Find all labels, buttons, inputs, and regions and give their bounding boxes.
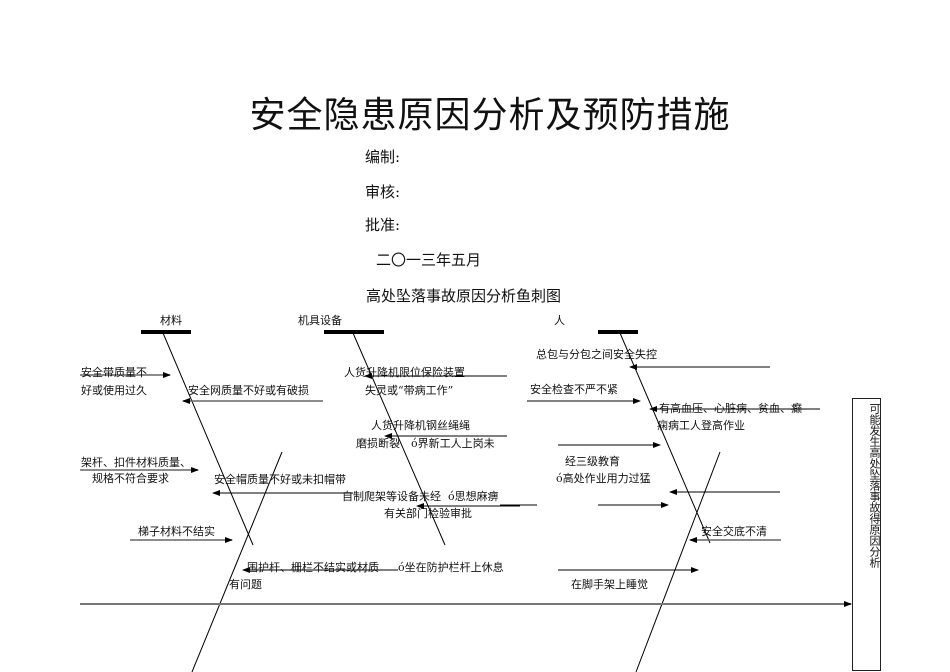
- cause-new-worker-line2: 经三级教育: [565, 455, 620, 468]
- cause-sit-rail: ó坐在防护栏杆上休息: [398, 561, 504, 574]
- cause-contractor: 总包与分包之间安全失控: [536, 348, 657, 361]
- cause-lift-limit-line2: 失灵或“带病工作”: [365, 384, 454, 397]
- cause-ladder: 梯子材料不结实: [138, 525, 215, 538]
- effect-label: 可能发生高处坠落事故得原因分析: [868, 403, 881, 568]
- compiled-by-label: 编制:: [365, 148, 401, 166]
- cause-inspection: 安全检查不严不紧: [530, 383, 618, 396]
- cause-belt-line2: 好或使用过久: [81, 384, 147, 397]
- cause-lift-limit-line1: 人货升降机限位保险装置: [344, 366, 465, 379]
- category-equipment: 机具设备: [298, 314, 342, 327]
- category-material: 材料: [160, 314, 182, 327]
- cause-belt-line1: 安全带质量不: [81, 366, 147, 379]
- cause-helmet: 安全帽质量不好或未扣帽带: [214, 473, 346, 486]
- cause-sleep: 在脚手架上睡觉: [571, 578, 648, 591]
- lower-bone-right: [635, 451, 721, 672]
- approved-by-label: 批准:: [365, 216, 401, 234]
- cause-arrows: [80, 364, 820, 573]
- document-date: 二〇一三年五月: [376, 251, 482, 269]
- cause-numb: ó思想麻痹: [448, 490, 499, 503]
- cause-self-made-line2: 有关部门检验审批: [384, 507, 472, 520]
- cause-briefing: 安全交底不清: [701, 525, 767, 538]
- cause-force: ó高处作业用力过猛: [556, 472, 651, 485]
- cause-lift-rope-line2: 磨损断裂: [356, 437, 400, 450]
- equipment-bone: [352, 332, 446, 546]
- cause-new-worker-line1: ó界新工人上岗未: [411, 437, 495, 450]
- cause-rod-line2: 规格不符合要求: [92, 472, 169, 485]
- cause-illness-line2: 痫病工人登高作业: [657, 419, 745, 432]
- reviewed-by-label: 审核:: [365, 183, 401, 201]
- cause-net: 安全网质量不好或有破损: [188, 384, 309, 397]
- lower-bone-left: [191, 451, 283, 672]
- cause-illness-line1: 有高血压、心脏病、贫血、癫: [659, 402, 802, 415]
- document-title: 安全隐患原因分析及预防措施: [249, 95, 731, 136]
- cause-rod-line1: 架杆、扣件材料质量、: [81, 456, 191, 469]
- cause-rail-line2: 有问题: [229, 578, 262, 591]
- effect-box: 可能发生高处坠落事故得原因分析: [852, 398, 881, 671]
- people-bone: [619, 332, 711, 544]
- category-people: 人: [554, 314, 565, 327]
- cause-rail-line1: 围护杆、栅栏不结实或材质: [247, 561, 379, 574]
- material-bone: [162, 332, 254, 546]
- cause-lift-rope-line1: 人货升降机钢丝绳绳: [371, 419, 470, 432]
- diagram-title: 高处坠落事故原因分析鱼刺图: [366, 287, 562, 305]
- cause-self-made-line1: 自制爬架等设备未经: [342, 490, 441, 503]
